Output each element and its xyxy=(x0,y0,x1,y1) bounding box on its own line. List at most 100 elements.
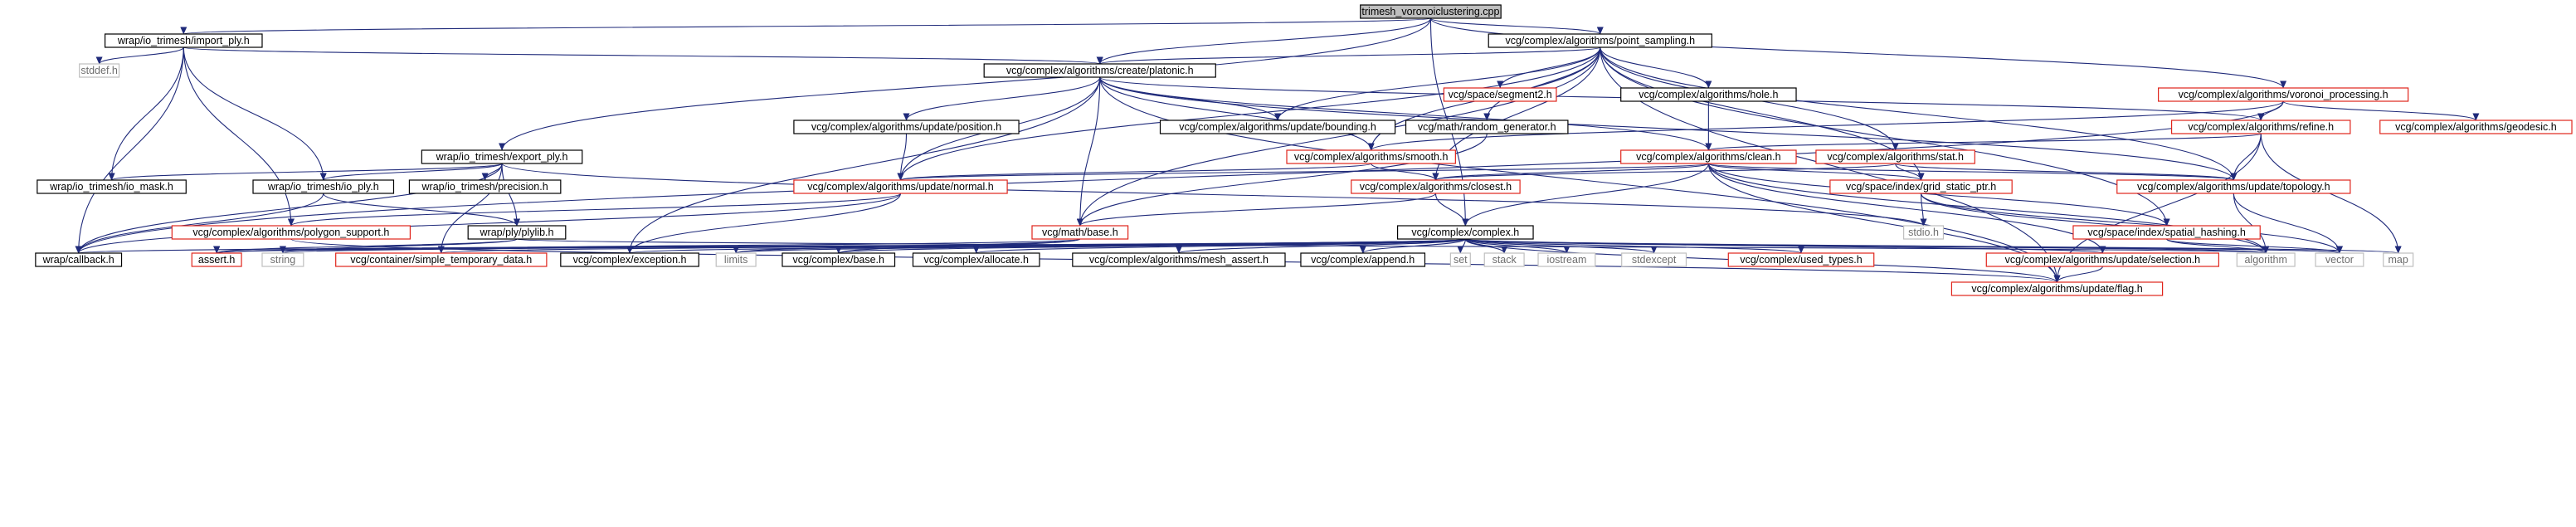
edge-clean-to-algorithm xyxy=(1707,163,2270,254)
edge-export_ply-to-io_mask xyxy=(108,163,503,181)
edge xyxy=(288,193,902,227)
node-export-ply[interactable]: wrap/io_trimesh/export_ply.h xyxy=(421,149,583,164)
edge-spatial_hashing-to-algorithm xyxy=(2166,238,2270,254)
edge xyxy=(1096,17,1431,65)
node-callback[interactable]: wrap/callback.h xyxy=(35,252,123,267)
edge xyxy=(1920,193,1927,227)
node-spatial-hashing[interactable]: vcg/space/index/spatial_hashing.h xyxy=(2072,225,2261,240)
node-update-selection[interactable]: vcg/complex/algorithms/update/selection.… xyxy=(1985,252,2219,267)
edge xyxy=(1600,46,1712,89)
edge xyxy=(183,46,295,227)
edge-export_ply-to-io_ply xyxy=(319,163,503,181)
edge-root-to-voronoi_processing xyxy=(1429,17,2286,89)
node-complex-base[interactable]: vcg/complex/base.h xyxy=(782,252,896,267)
node-simple-temporary-data[interactable]: vcg/container/simple_temporary_data.h xyxy=(335,252,548,267)
node-segment2[interactable]: vcg/space/segment2.h xyxy=(1443,87,1557,102)
node-allocate[interactable]: vcg/complex/allocate.h xyxy=(912,252,1040,267)
node-append[interactable]: vcg/complex/append.h xyxy=(1300,252,1426,267)
node-root[interactable]: trimesh_voronoiclustering.cpp xyxy=(1360,4,1502,19)
node-random-generator[interactable]: vcg/math/random_generator.h xyxy=(1405,120,1569,134)
edge-import_ply-to-create_platonic xyxy=(183,46,1103,65)
node-complex[interactable]: vcg/complex/complex.h xyxy=(1396,225,1534,240)
node-stack: stack xyxy=(1483,252,1525,267)
edge xyxy=(1920,193,2270,254)
edge-complex-to-append xyxy=(1359,238,1466,254)
node-grid-static-ptr[interactable]: vcg/space/index/grid_static_ptr.h xyxy=(1829,179,2013,194)
node-voronoi-processing[interactable]: vcg/complex/algorithms/voronoi_processin… xyxy=(2158,87,2409,102)
node-stat[interactable]: vcg/complex/algorithms/stat.h xyxy=(1815,149,1975,164)
edge xyxy=(1705,133,2262,151)
edge-export_ply-to-stdio xyxy=(501,163,1927,227)
edge xyxy=(1099,76,1375,151)
node-exception[interactable]: vcg/complex/exception.h xyxy=(560,252,699,267)
node-box xyxy=(408,179,562,194)
node-io-mask[interactable]: wrap/io_trimesh/io_mask.h xyxy=(37,179,187,194)
node-plylib[interactable]: wrap/ply/plylib.h xyxy=(467,225,567,240)
node-label: vcg/complex/allocate.h xyxy=(923,254,1029,266)
node-box xyxy=(1621,252,1687,267)
edge-root-to-import_ply xyxy=(181,17,1431,35)
edge xyxy=(1464,238,2401,254)
node-math-base[interactable]: vcg/math/base.h xyxy=(1031,225,1129,240)
node-label: limits xyxy=(724,254,747,266)
node-mesh-assert[interactable]: vcg/complex/algorithms/mesh_assert.h xyxy=(1072,252,1286,267)
node-string: string xyxy=(261,252,304,267)
node-label: vcg/complex/used_types.h xyxy=(1740,254,1862,266)
node-box xyxy=(1286,149,1456,164)
edge-point_sampling-to-update_normal xyxy=(897,46,1601,181)
node-import-ply[interactable]: wrap/io_trimesh/import_ply.h xyxy=(104,33,263,48)
node-point-sampling[interactable]: vcg/complex/algorithms/point_sampling.h xyxy=(1488,33,1712,48)
node-geodesic[interactable]: vcg/complex/algorithms/geodesic.h xyxy=(2379,120,2573,134)
node-update-normal[interactable]: vcg/complex/algorithms/update/normal.h xyxy=(793,179,1008,194)
node-label: vcg/complex/algorithms/update/bounding.h xyxy=(1179,121,1376,133)
node-vector: vector xyxy=(2315,252,2364,267)
node-box xyxy=(335,252,548,267)
node-box xyxy=(79,63,120,78)
node-box xyxy=(467,225,567,240)
node-update-flag[interactable]: vcg/complex/algorithms/update/flag.h xyxy=(1950,281,2164,296)
edge-refine-to-clean xyxy=(1705,133,2262,151)
node-assert[interactable]: assert.h xyxy=(191,252,242,267)
node-box xyxy=(2379,120,2573,134)
edge xyxy=(1076,76,1101,227)
node-smooth[interactable]: vcg/complex/algorithms/smooth.h xyxy=(1286,149,1456,164)
edge xyxy=(903,76,1101,121)
edge xyxy=(1274,46,1601,121)
edge-smooth-to-update_normal xyxy=(897,163,1372,181)
node-label: set xyxy=(1454,254,1468,266)
edge xyxy=(1432,163,1709,181)
edge-export_ply-to-plylib xyxy=(501,163,520,227)
edge xyxy=(973,238,1466,254)
edge-point_sampling-to-update_topology xyxy=(1600,46,2238,181)
node-precision[interactable]: wrap/io_trimesh/precision.h xyxy=(408,179,562,194)
edge-complex-to-mesh_assert xyxy=(1176,238,1466,254)
node-update-topology[interactable]: vcg/complex/algorithms/update/topology.h xyxy=(2116,179,2351,194)
node-refine[interactable]: vcg/complex/algorithms/refine.h xyxy=(2170,120,2351,134)
node-box xyxy=(983,63,1216,78)
node-box xyxy=(171,225,411,240)
node-polygon-support[interactable]: vcg/complex/algorithms/polygon_support.h xyxy=(171,225,411,240)
node-update-bounding[interactable]: vcg/complex/algorithms/update/bounding.h xyxy=(1159,120,1396,134)
edge-import_ply-to-polygon_support xyxy=(183,46,295,227)
edge-random_generator-to-math_base xyxy=(1076,133,1488,227)
edge xyxy=(214,238,1081,254)
node-label: vcg/complex/base.h xyxy=(793,254,885,266)
node-label: vcg/complex/algorithms/point_sampling.h xyxy=(1505,35,1695,46)
node-clean[interactable]: vcg/complex/algorithms/clean.h xyxy=(1620,149,1797,164)
node-hole[interactable]: vcg/complex/algorithms/hole.h xyxy=(1620,87,1797,102)
node-box xyxy=(35,252,123,267)
node-stdexcept: stdexcept xyxy=(1621,252,1687,267)
node-create-platonic[interactable]: vcg/complex/algorithms/create/platonic.h xyxy=(983,63,1216,78)
edge-create_platonic-to-smooth xyxy=(1099,76,1375,151)
node-io-ply[interactable]: wrap/io_trimesh/io_ply.h xyxy=(252,179,395,194)
node-closest[interactable]: vcg/complex/algorithms/closest.h xyxy=(1351,179,1521,194)
node-label: vcg/complex/algorithms/polygon_support.h xyxy=(192,227,389,238)
node-update-position[interactable]: vcg/complex/algorithms/update/position.h xyxy=(793,120,1020,134)
node-label: iostream xyxy=(1546,254,1586,266)
node-used-types[interactable]: vcg/complex/used_types.h xyxy=(1727,252,1875,267)
node-label: vcg/complex/algorithms/stat.h xyxy=(1827,151,1964,163)
edge xyxy=(1457,238,1466,254)
node-label: vcg/math/random_generator.h xyxy=(1418,121,1556,133)
edge-update_selection-to-update_flag xyxy=(2053,266,2103,283)
node-box xyxy=(1903,225,1945,240)
